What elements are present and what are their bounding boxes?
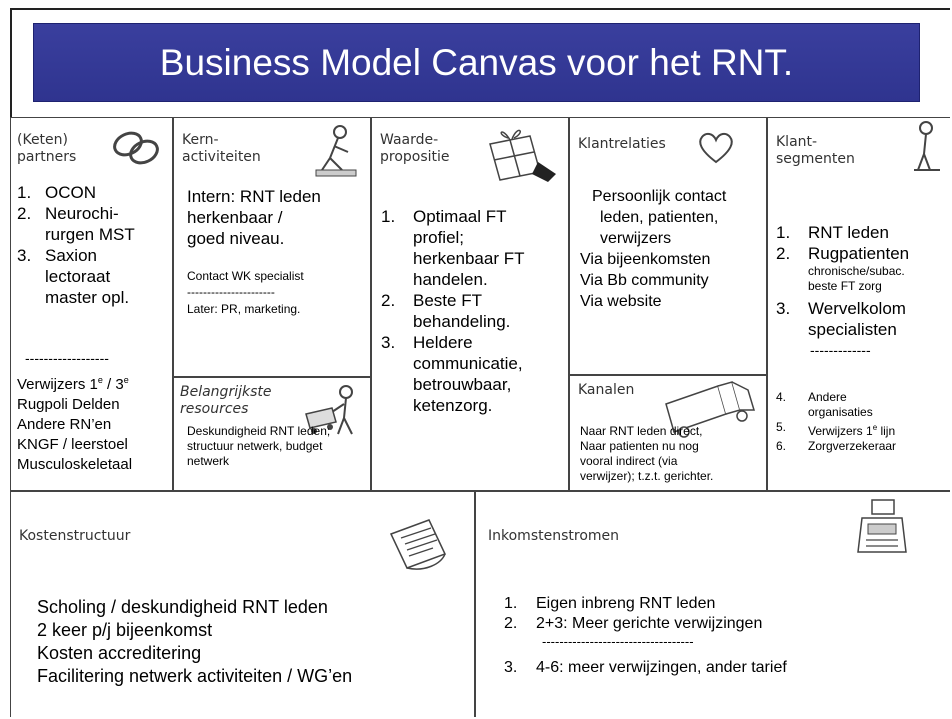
channels-block: Kanalen Naar RNT leden direct, Naar pati… xyxy=(569,375,767,491)
relations-line: Via bijeenkomsten xyxy=(580,251,711,268)
partners-heading: (Keten) partners xyxy=(17,132,77,165)
document-icon xyxy=(389,519,447,570)
worker-figure-icon xyxy=(315,125,357,177)
segments-heading: Klant-segmenten xyxy=(776,134,855,167)
costs-block: Kostenstructuur Scholing / deskundigheid… xyxy=(10,491,475,717)
relations-heading: Klantrelaties xyxy=(578,136,666,152)
segments-divider: ------------- xyxy=(810,342,871,358)
segments-small-list: 4.Andere organisaties 5.Verwijzers 1e li… xyxy=(776,390,897,453)
value-item: Beste FT behandeling. xyxy=(413,291,511,331)
costs-lines: Scholing / deskundigheid RNT leden 2 kee… xyxy=(37,596,477,688)
revenue-block: Inkomstenstromen 1.Eigen inbreng RNT led… xyxy=(475,491,950,717)
channels-line: verwijzer); t.z.t. gerichter. xyxy=(580,469,714,483)
partner-item: Saxion lectoraat master opl. xyxy=(45,246,130,307)
channels-line: Naar patienten nu nog xyxy=(580,439,699,453)
value-list: 1.Optimaal FT profiel; herkenbaar FT han… xyxy=(381,206,566,416)
value-item: Heldere communicatie, betrouwbaar, keten… xyxy=(413,333,523,415)
activities-note: Contact WK specialist xyxy=(187,269,304,283)
costs-line: Facilitering netwerk activiteiten / WG’e… xyxy=(37,666,353,686)
gift-box-icon xyxy=(489,129,556,182)
channels-lines: Naar RNT leden direct, Naar patienten nu… xyxy=(580,424,768,484)
partners-extra-line: Andere RN’en xyxy=(17,416,112,433)
revenue-item: 2+3: Meer gerichte verwijzingen xyxy=(536,615,763,632)
revenue-item: Eigen inbreng RNT leden xyxy=(536,595,716,612)
relations-line: Via Bb community xyxy=(580,272,709,289)
value-item: Optimaal FT profiel; herkenbaar FT hande… xyxy=(413,207,525,289)
revenue-divider: ----------------------------------- xyxy=(542,634,694,649)
segment-sub: chronische/subac. beste FT zorg xyxy=(808,264,905,293)
partners-extra-line: Rugpoli Delden xyxy=(17,396,120,413)
channels-line: Naar RNT leden direct, xyxy=(580,424,703,438)
revenue-heading: Inkomstenstromen xyxy=(488,528,620,544)
costs-line: Scholing / deskundigheid RNT leden xyxy=(37,597,328,617)
resources-block: Belangrijkste resources Deskundigheid RN… xyxy=(173,377,371,491)
channels-line: vooral indirect (via xyxy=(580,454,678,468)
segment-small-item: Verwijzers 1e lijn xyxy=(808,423,896,438)
channels-heading: Kanalen xyxy=(578,382,635,398)
business-model-canvas: (Keten) partners 1.OCON 2.Neurochi-rurge… xyxy=(10,117,950,717)
truck-icon xyxy=(665,381,756,438)
partner-item: Neurochi-rurgen MST xyxy=(45,204,135,244)
segment-small-item: Andere organisaties xyxy=(808,390,873,419)
activities-main: Intern: RNT leden herkenbaar / goed nive… xyxy=(187,187,321,248)
segment-item: Rugpatienten xyxy=(808,244,910,263)
page-title: Business Model Canvas voor het RNT. xyxy=(33,23,920,102)
resources-heading: Belangrijkste resources xyxy=(180,384,272,417)
costs-heading: Kostenstructuur xyxy=(19,528,131,544)
partners-extra-line: Musculoskeletaal xyxy=(17,456,133,473)
costs-line: 2 keer p/j bijeenkomst xyxy=(37,620,213,640)
chain-links-icon xyxy=(113,131,159,165)
resources-text: Deskundigheid RNT leden; structuur netwe… xyxy=(187,424,331,468)
value-heading: Waarde-propositie xyxy=(380,132,450,165)
costs-line: Kosten accreditering xyxy=(37,643,202,663)
partners-extra: Verwijzers 1e / 3e Rugpoli Delden Andere… xyxy=(17,370,172,475)
relations-line: leden, patienten, xyxy=(600,209,719,226)
relations-block: Klantrelaties Persoonlijk contact leden,… xyxy=(569,117,767,375)
person-figure-icon xyxy=(914,121,940,171)
segment-item: RNT leden xyxy=(808,223,889,242)
segments-list: 1.RNT leden 2.Rugpatienten chronische/su… xyxy=(776,222,951,361)
activities-divider: ---------------------- xyxy=(187,285,275,299)
activities-later: Later: PR, marketing. xyxy=(187,302,301,316)
revenue-item: 4-6: meer verwijzingen, ander tarief xyxy=(536,659,787,676)
segment-small-item: Zorgverzekeraar xyxy=(808,439,897,453)
relations-lines: Persoonlijk contact leden, patienten, ve… xyxy=(570,186,768,312)
partners-divider: ------------------ xyxy=(25,350,109,366)
heart-icon xyxy=(699,132,733,164)
relations-line: Via website xyxy=(580,293,662,310)
partners-list: 1.OCON 2.Neurochi-rurgen MST 3.Saxion le… xyxy=(17,182,169,308)
segment-item: Wervelkolom specialisten xyxy=(808,299,906,339)
relations-line: verwijzers xyxy=(600,230,672,247)
cash-register-icon xyxy=(857,499,907,553)
revenue-list: 1.Eigen inbreng RNT leden 2.2+3: Meer ge… xyxy=(504,594,944,678)
partners-block: (Keten) partners 1.OCON 2.Neurochi-rurge… xyxy=(10,117,173,491)
cart-worker-icon xyxy=(305,385,353,435)
relations-line: Persoonlijk contact xyxy=(592,188,727,205)
value-block: Waarde-propositie 1.Optimaal FT profiel;… xyxy=(371,117,569,491)
segments-block: Klant-segmenten 1.RNT leden 2.Rugpatient… xyxy=(767,117,950,491)
partners-extra-line: KNGF / leerstoel xyxy=(17,436,128,453)
partners-extra-line: Verwijzers 1e / 3e xyxy=(17,375,129,393)
activities-heading: Kern-activiteiten xyxy=(182,132,261,165)
activities-block: Kern-activiteiten Intern: RNT leden herk… xyxy=(173,117,371,377)
partner-item: OCON xyxy=(45,183,96,202)
